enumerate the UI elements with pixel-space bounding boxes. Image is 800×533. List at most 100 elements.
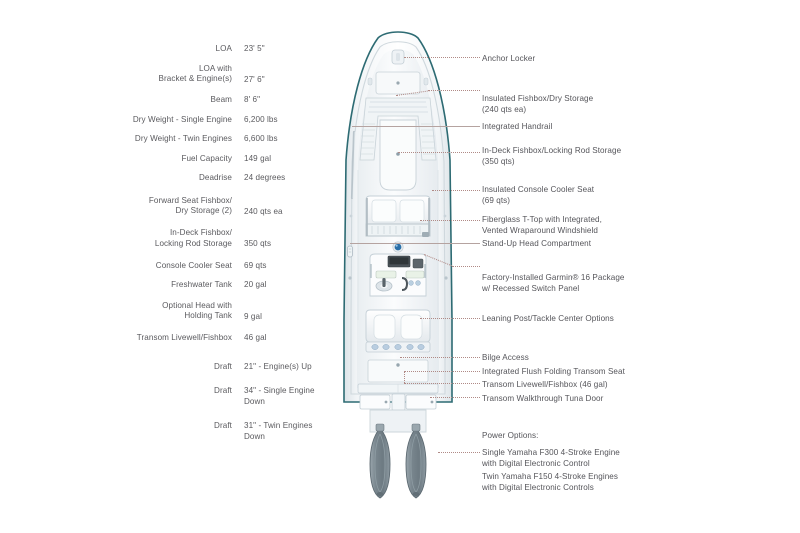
spec-row: Dry Weight - Single Engine 6,200 lbs xyxy=(120,115,320,126)
callout-garmin-package: Factory-Installed Garmin® 16 Package w/ … xyxy=(482,272,702,294)
spec-label: Dry Weight - Twin Engines xyxy=(134,134,232,143)
spec-value: 23' 5" xyxy=(244,44,265,53)
callout-power-options: Power Options: xyxy=(482,430,702,441)
leader-line-handrail xyxy=(352,126,480,127)
spec-label: In-Deck Fishbox/ Locking Rod Storage xyxy=(154,228,232,248)
spec-label: Beam xyxy=(210,95,232,104)
leader-line-transom-seat xyxy=(404,371,480,372)
callout-tuna-door: Transom Walkthrough Tuna Door xyxy=(482,393,702,404)
spec-value: 31" - Twin Engines Down xyxy=(244,421,313,441)
callout-line-1: Factory-Installed Garmin® 16 Package xyxy=(482,273,625,282)
spec-value: 24 degrees xyxy=(244,173,286,182)
steering-wheel xyxy=(375,278,393,292)
leader-line-cooler-seat xyxy=(432,190,480,191)
callout-line-2: (240 qts ea) xyxy=(482,105,527,114)
spec-row: Deadrise 24 degrees xyxy=(120,173,320,184)
spec-value: 6,600 lbs xyxy=(244,134,278,143)
bow-seating xyxy=(359,97,437,161)
spec-row: In-Deck Fishbox/ Locking Rod Storage 350… xyxy=(120,228,320,250)
callout-insulated-fishbox: Insulated Fishbox/Dry Storage (240 qts e… xyxy=(482,93,702,115)
callout-line-1: In-Deck Fishbox/Locking Rod Storage xyxy=(482,146,622,155)
forward-fishbox-hatch xyxy=(375,71,421,95)
transom-seat xyxy=(357,383,439,394)
callout-line-1: Transom Walkthrough Tuna Door xyxy=(482,394,604,403)
integrated-handrail xyxy=(350,130,356,200)
power-options-heading: Power Options: xyxy=(482,431,539,440)
spec-label: Deadrise xyxy=(198,173,232,182)
callout-line-2: (69 qts) xyxy=(482,196,511,205)
t-top-frame xyxy=(365,198,431,237)
outboard-engines xyxy=(369,423,427,499)
stand-up-head-compartment xyxy=(347,245,353,258)
spec-label: Console Cooler Seat xyxy=(155,260,232,270)
spec-row: Console Cooler Seat 69 qts xyxy=(120,261,320,272)
spec-label: Transom Livewell/Fishbox xyxy=(136,333,232,342)
callout-anchor-locker: Anchor Locker xyxy=(482,53,702,64)
callout-line-2: (350 qts) xyxy=(482,157,515,166)
callout-power-option-single: Single Yamaha F300 4-Stroke Engine with … xyxy=(482,447,702,469)
leader-line-livewell-riser xyxy=(404,371,405,383)
callout-bilge-access: Bilge Access xyxy=(482,352,702,363)
callout-line-1: Insulated Fishbox/Dry Storage xyxy=(482,94,594,103)
leader-line-power-options xyxy=(438,452,480,453)
spec-value: 20 gal xyxy=(244,280,267,289)
spec-value: 240 qts ea xyxy=(244,206,283,216)
callout-leaning-post: Leaning Post/Tackle Center Options xyxy=(482,313,702,324)
callout-t-top: Fiberglass T-Top with Integrated, Vented… xyxy=(482,214,702,236)
callout-labels: Anchor Locker Insulated Fishbox/Dry Stor… xyxy=(482,0,782,533)
spec-label: Forward Seat Fishbox/ Dry Storage (2) xyxy=(148,195,232,216)
leader-line-anchor-locker xyxy=(404,57,480,58)
callout-line-1: Integrated Flush Folding Transom Seat xyxy=(482,367,625,376)
callout-power-option-twin: Twin Yamaha F150 4-Stroke Engines with D… xyxy=(482,471,702,493)
spec-row: Transom Livewell/Fishbox 46 gal xyxy=(120,333,320,344)
spec-value: 149 gal xyxy=(244,153,272,163)
spec-value: 34" - Single Engine Down xyxy=(244,386,315,406)
callout-integrated-handrail: Integrated Handrail xyxy=(482,121,702,132)
spec-label: Dry Weight - Single Engine xyxy=(132,114,232,124)
callout-in-deck-fishbox: In-Deck Fishbox/Locking Rod Storage (350… xyxy=(482,145,702,167)
spec-label: Fuel Capacity xyxy=(181,153,232,163)
callout-line-2: Vented Wraparound Windshield xyxy=(482,226,598,235)
spec-label: Freshwater Tank xyxy=(171,280,232,289)
spec-value: 6,200 lbs xyxy=(244,114,278,124)
spec-label: Draft xyxy=(214,361,232,371)
leader-line-leaning-post xyxy=(420,318,480,319)
spec-value: 350 qts xyxy=(244,239,272,248)
callout-line-1: Transom Livewell/Fishbox (46 gal) xyxy=(482,380,608,389)
leaning-post-tackle-center xyxy=(365,309,431,353)
spec-row: Draft 31" - Twin Engines Down xyxy=(120,421,320,442)
callout-line-1: Fiberglass T-Top with Integrated, xyxy=(482,215,602,224)
spec-value: 8' 6" xyxy=(244,95,261,104)
callout-head-compartment: Stand-Up Head Compartment xyxy=(482,238,702,249)
leader-line-bilge xyxy=(400,357,480,358)
callout-line-1: Bilge Access xyxy=(482,353,529,362)
transom-livewell xyxy=(359,394,437,410)
power-option-2-line-2: with Digital Electronic Controls xyxy=(482,483,594,492)
spec-row: Draft 34" - Single Engine Down xyxy=(120,386,320,407)
console-cooler-seat xyxy=(365,195,431,231)
spec-label: Draft xyxy=(214,386,232,395)
spec-row: Beam 8' 6" xyxy=(120,95,320,106)
spec-row: Forward Seat Fishbox/ Dry Storage (2) 24… xyxy=(120,196,320,218)
spec-label: LOA with Bracket & Engine(s) xyxy=(158,63,232,84)
leader-line-indeck-fishbox xyxy=(398,152,480,153)
spec-value: 46 gal xyxy=(244,333,267,342)
spec-row: Draft 21" - Engine(s) Up xyxy=(120,362,320,373)
recessed-switch-panel xyxy=(412,258,424,269)
callout-line-1: Stand-Up Head Compartment xyxy=(482,239,592,248)
spec-row: Optional Head with Holding Tank 9 gal xyxy=(120,301,320,323)
callout-line-1: Leaning Post/Tackle Center Options xyxy=(482,314,614,323)
spec-row: Dry Weight - Twin Engines 6,600 lbs xyxy=(120,134,320,145)
anchor-locker xyxy=(391,49,405,65)
leader-line-tuna-door xyxy=(430,397,480,398)
leader-line-livewell xyxy=(404,383,480,384)
power-option-2-line-1: Twin Yamaha F150 4-Stroke Engines xyxy=(482,472,618,481)
spec-value: 21" - Engine(s) Up xyxy=(244,361,312,371)
spec-value: 69 qts xyxy=(244,260,267,270)
specifications-table: LOA 23' 5" LOA with Bracket & Engine(s) … xyxy=(120,44,320,451)
leader-line-fishbox-2 xyxy=(428,90,480,91)
helm-console xyxy=(369,241,427,297)
power-option-1-line-1: Single Yamaha F300 4-Stroke Engine xyxy=(482,448,620,457)
spec-row: Fuel Capacity 149 gal xyxy=(120,154,320,165)
spec-row: Freshwater Tank 20 gal xyxy=(120,280,320,291)
